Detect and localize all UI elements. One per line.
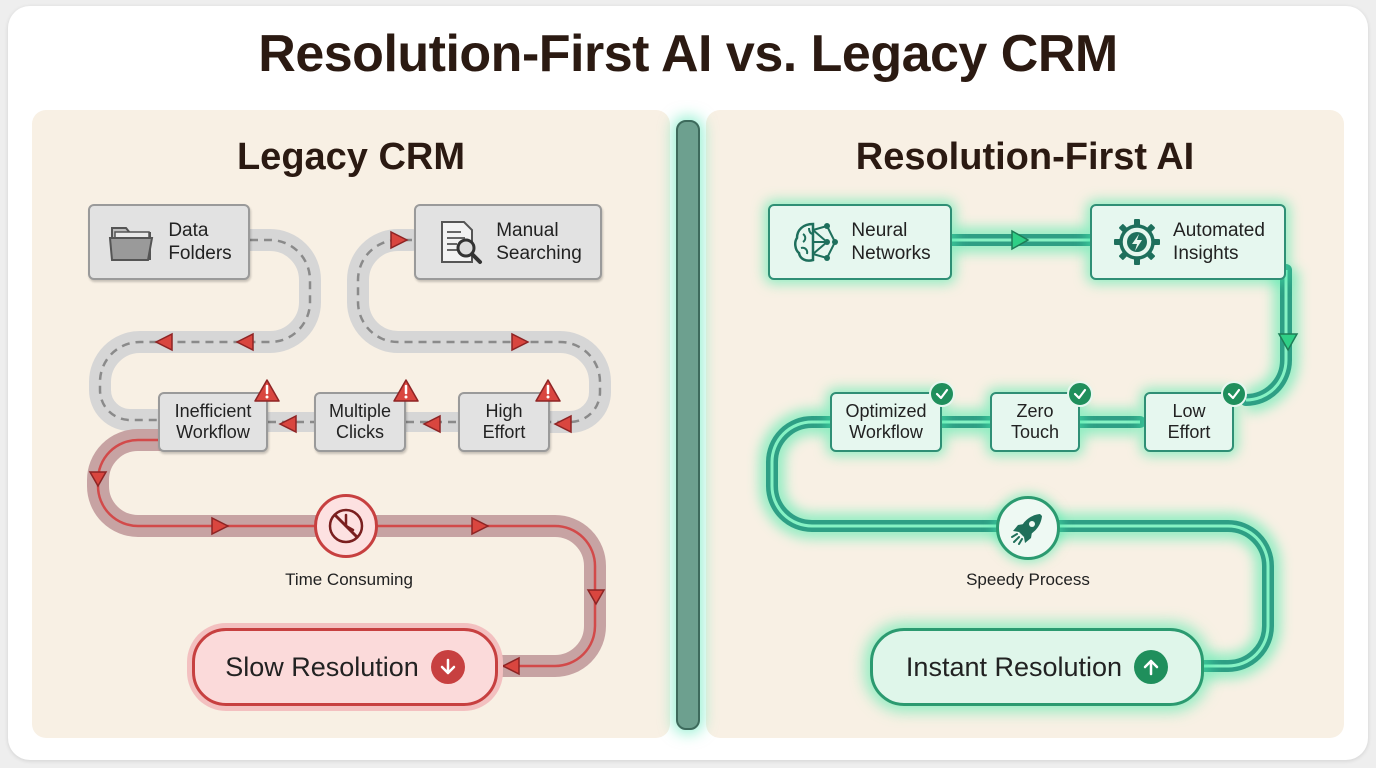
arrow-down-icon xyxy=(430,650,465,684)
multiple-clicks-box: Multiple Clicks xyxy=(314,392,406,452)
inefficient-workflow-label: Inefficient Workflow xyxy=(174,401,252,442)
high-effort-label: High Effort xyxy=(482,401,526,442)
data-folders-box: Data Folders xyxy=(88,204,250,280)
instant-resolution-pill: Instant Resolution xyxy=(870,628,1204,706)
arrow-marker xyxy=(471,516,490,536)
neural-networks-label: Neural Networks xyxy=(851,220,931,264)
arrow-marker xyxy=(501,656,520,676)
arrow-up-icon xyxy=(1134,650,1169,684)
high-effort-box: High Effort xyxy=(458,392,550,452)
brain-network-icon xyxy=(794,222,839,262)
ai-heading: Resolution-First AI xyxy=(855,136,1195,178)
check-icon xyxy=(1067,381,1093,407)
manual-searching-box: Manual Searching xyxy=(414,204,602,280)
speedy-process-label: Speedy Process xyxy=(966,570,1090,589)
ai-path xyxy=(759,227,1299,679)
rocket-icon xyxy=(1011,514,1042,545)
multiple-clicks-label: Multiple Clicks xyxy=(328,401,392,442)
legacy-arrows xyxy=(88,230,606,676)
arrow-marker xyxy=(1011,229,1030,251)
arrow-marker xyxy=(586,589,606,606)
arrow-marker xyxy=(88,471,108,488)
time-consuming-label: Time Consuming xyxy=(285,570,413,589)
warning-icon xyxy=(254,379,280,402)
arrow-marker xyxy=(511,332,530,352)
instant-resolution-label: Instant Resolution xyxy=(905,651,1123,682)
main-title: Resolution-First AI vs. Legacy CRM xyxy=(258,25,1118,83)
no-clock-icon xyxy=(328,508,364,544)
arrow-marker xyxy=(390,230,409,250)
speedy-process-badge xyxy=(996,496,1060,560)
arrow-marker xyxy=(422,414,441,434)
document-search-icon xyxy=(441,221,483,264)
check-icon xyxy=(929,381,955,407)
check-icon xyxy=(1221,381,1247,407)
warning-icon xyxy=(393,379,419,402)
center-divider xyxy=(676,120,700,730)
inefficient-workflow-box: Inefficient Workflow xyxy=(158,392,268,452)
low-effort-label: Low Effort xyxy=(1167,401,1211,442)
automated-insights-box: Automated Insights xyxy=(1090,204,1286,280)
warning-icon xyxy=(535,379,561,402)
manual-searching-label: Manual Searching xyxy=(496,220,582,264)
arrow-marker xyxy=(154,332,173,352)
arrow-marker xyxy=(553,414,572,434)
gear-bolt-icon xyxy=(1114,219,1161,265)
optimized-workflow-label: Optimized Workflow xyxy=(845,401,927,442)
automated-insights-label: Automated Insights xyxy=(1173,220,1265,264)
folder-icon xyxy=(109,227,154,261)
zero-touch-label: Zero Touch xyxy=(1010,401,1060,442)
zero-touch-box: Zero Touch xyxy=(990,392,1080,452)
optimized-workflow-box: Optimized Workflow xyxy=(830,392,942,452)
low-effort-box: Low Effort xyxy=(1144,392,1234,452)
arrow-marker xyxy=(235,332,254,352)
slow-resolution-pill: Slow Resolution xyxy=(192,628,498,706)
arrow-marker xyxy=(1277,333,1299,352)
time-consuming-badge xyxy=(314,494,378,558)
legacy-heading: Legacy CRM xyxy=(236,136,466,178)
arrow-marker xyxy=(211,516,230,536)
ai-arrows xyxy=(1011,229,1299,352)
data-folders-label: Data Folders xyxy=(168,220,232,264)
slow-resolution-label: Slow Resolution xyxy=(225,651,419,682)
arrow-marker xyxy=(278,414,297,434)
neural-networks-box: Neural Networks xyxy=(768,204,952,280)
